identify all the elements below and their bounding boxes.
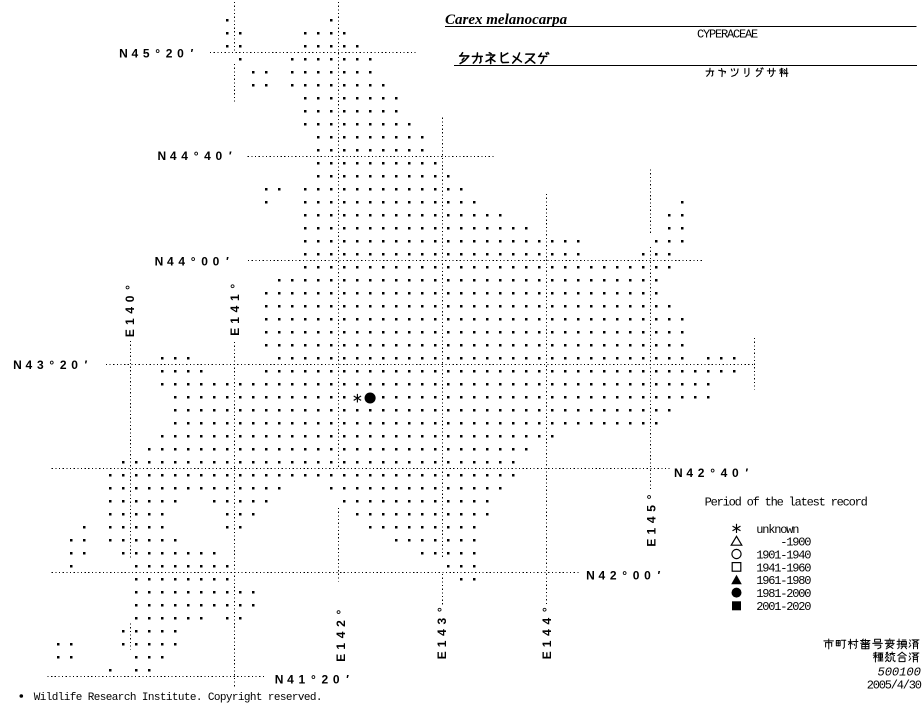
svg-text:°: ° xyxy=(334,610,348,615)
svg-text:2: 2 xyxy=(60,358,67,372)
svg-text:0: 0 xyxy=(216,149,223,163)
svg-text:N: N xyxy=(674,466,683,480)
svg-text:1941-1960: 1941-1960 xyxy=(756,561,811,575)
svg-text:N: N xyxy=(13,358,22,372)
svg-text:N: N xyxy=(119,46,128,60)
svg-text:5: 5 xyxy=(143,46,150,60)
svg-text:4: 4 xyxy=(26,358,33,372)
svg-text:N: N xyxy=(586,568,595,582)
svg-text:Wildlife Research Institute. C: Wildlife Research Institute. Copyright r… xyxy=(34,692,322,703)
svg-text:°: ° xyxy=(155,46,160,60)
svg-text:4: 4 xyxy=(123,307,137,314)
svg-text:°: ° xyxy=(228,284,242,289)
svg-text:1961-1980: 1961-1980 xyxy=(756,574,811,588)
svg-text:0: 0 xyxy=(633,568,640,582)
svg-text:4: 4 xyxy=(170,149,177,163)
svg-text:4: 4 xyxy=(686,466,693,480)
svg-text:4: 4 xyxy=(228,305,242,312)
svg-text:1901-1940: 1901-1940 xyxy=(756,548,811,562)
svg-text:CYPERACEAE: CYPERACEAE xyxy=(697,28,758,42)
svg-text:3: 3 xyxy=(37,358,44,372)
svg-text:E: E xyxy=(123,329,137,337)
svg-text:′: ′ xyxy=(190,46,193,60)
svg-text:4: 4 xyxy=(721,466,728,480)
svg-text:0: 0 xyxy=(123,295,137,302)
svg-text:′: ′ xyxy=(85,358,88,372)
svg-text:°: ° xyxy=(191,254,196,268)
svg-text:0: 0 xyxy=(644,568,651,582)
svg-text:′: ′ xyxy=(745,466,748,480)
svg-text:2: 2 xyxy=(334,620,348,627)
svg-text:5: 5 xyxy=(644,505,658,512)
svg-text:′: ′ xyxy=(346,672,349,686)
svg-text:0: 0 xyxy=(333,672,340,686)
svg-text:°: ° xyxy=(49,358,54,372)
svg-text:N: N xyxy=(157,149,166,163)
svg-text:′: ′ xyxy=(226,254,229,268)
svg-text:0: 0 xyxy=(213,254,220,268)
svg-text:4: 4 xyxy=(598,568,605,582)
svg-text:0: 0 xyxy=(177,46,184,60)
svg-text:2: 2 xyxy=(610,568,617,582)
svg-text:E: E xyxy=(540,651,554,659)
svg-text:1: 1 xyxy=(334,643,348,650)
svg-text:3: 3 xyxy=(435,617,449,624)
svg-text:°: ° xyxy=(644,494,658,499)
svg-text:1981-2000: 1981-2000 xyxy=(756,587,811,601)
svg-text:Period of the latest record: Period of the latest record xyxy=(705,496,868,510)
svg-text:4: 4 xyxy=(435,629,449,636)
svg-text:1: 1 xyxy=(644,528,658,535)
svg-text:4: 4 xyxy=(178,254,185,268)
svg-text:1: 1 xyxy=(540,640,554,647)
svg-text:°: ° xyxy=(311,672,316,686)
svg-text:E: E xyxy=(644,539,658,547)
svg-text:4: 4 xyxy=(644,516,658,523)
svg-text:°: ° xyxy=(194,149,199,163)
svg-text:E: E xyxy=(334,654,348,662)
svg-text:0: 0 xyxy=(201,254,208,268)
svg-text:°: ° xyxy=(710,466,715,480)
svg-text:E: E xyxy=(435,651,449,659)
svg-text:2: 2 xyxy=(321,672,328,686)
svg-text:4: 4 xyxy=(131,46,138,60)
svg-text:0: 0 xyxy=(71,358,78,372)
svg-text:4: 4 xyxy=(540,617,554,624)
svg-text:1: 1 xyxy=(435,640,449,647)
svg-text:unknown: unknown xyxy=(756,523,799,537)
svg-text:4: 4 xyxy=(204,149,211,163)
svg-text:2: 2 xyxy=(166,46,173,60)
svg-text:′: ′ xyxy=(229,149,232,163)
svg-text:2: 2 xyxy=(698,466,705,480)
svg-text:°: ° xyxy=(123,285,137,290)
svg-text:4: 4 xyxy=(334,631,348,638)
svg-text:0: 0 xyxy=(732,466,739,480)
svg-text:E: E xyxy=(228,328,242,336)
svg-text:-1900: -1900 xyxy=(756,536,811,550)
svg-text:N: N xyxy=(155,254,164,268)
svg-text:°: ° xyxy=(622,568,627,582)
svg-text:°: ° xyxy=(435,607,449,612)
svg-text:°: ° xyxy=(540,607,554,612)
svg-text:1: 1 xyxy=(299,672,306,686)
svg-text:4: 4 xyxy=(287,672,294,686)
svg-text:1: 1 xyxy=(228,294,242,301)
svg-text:1: 1 xyxy=(228,317,242,324)
svg-text:1: 1 xyxy=(123,318,137,325)
svg-text:N: N xyxy=(275,672,284,686)
svg-text:2001-2020: 2001-2020 xyxy=(756,600,811,614)
svg-text:′: ′ xyxy=(657,568,660,582)
svg-text:4: 4 xyxy=(167,254,174,268)
svg-text:2005/4/30: 2005/4/30 xyxy=(867,679,922,693)
svg-text:4: 4 xyxy=(181,149,188,163)
svg-text:500100: 500100 xyxy=(878,665,921,679)
svg-text:4: 4 xyxy=(540,629,554,636)
svg-text:Carex melanocarpa: Carex melanocarpa xyxy=(445,12,568,28)
